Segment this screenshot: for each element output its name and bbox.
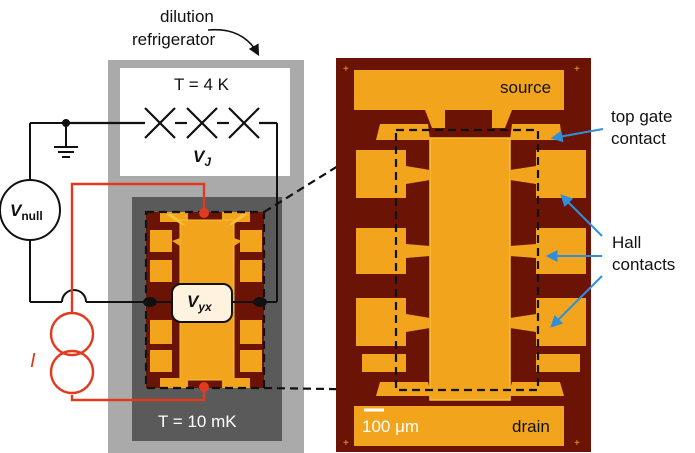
svg-text:+: +: [574, 64, 580, 75]
null-voltmeter: [0, 179, 61, 241]
source-label: source: [500, 78, 551, 97]
hall-label-line1: Hall: [612, 233, 641, 252]
svg-text:+: +: [343, 438, 349, 449]
fridge-label-line1: dilution: [160, 7, 214, 26]
svg-text:+: +: [343, 64, 349, 75]
vyx-label: Vyx: [187, 292, 213, 314]
ground-icon: [54, 123, 78, 158]
black-wires: [29, 122, 278, 303]
top-gate-label-line2: contact: [611, 129, 666, 148]
hall-probe-left: [143, 297, 157, 307]
hall-probe-right: [253, 297, 267, 307]
vj-label: VJ: [193, 147, 211, 169]
scale-bar-label: 100 μm: [362, 417, 419, 436]
svg-text:+: +: [574, 438, 580, 449]
top-gate-label-line1: top gate: [611, 107, 672, 126]
micrograph-zoom-outline: [394, 128, 540, 392]
current-contact-top: [199, 208, 209, 218]
fridge-label-line2: refrigerator: [132, 30, 215, 49]
temp-4k-label: T = 4 K: [174, 75, 230, 94]
drain-label: drain: [512, 417, 550, 436]
hall-label-line2: contacts: [612, 255, 675, 274]
temp-10mk-label: T = 10 mK: [158, 412, 237, 431]
current-contact-bottom: [199, 382, 209, 392]
current-source-icon: [49, 311, 95, 395]
vnull-label: Vnull: [10, 201, 43, 223]
josephson-junction-array-icon: [64, 107, 277, 139]
arrow-icon: [545, 128, 604, 328]
fridge-arrow-icon: [207, 28, 260, 56]
red-wires: [70, 182, 206, 402]
current-label: I: [30, 350, 36, 372]
